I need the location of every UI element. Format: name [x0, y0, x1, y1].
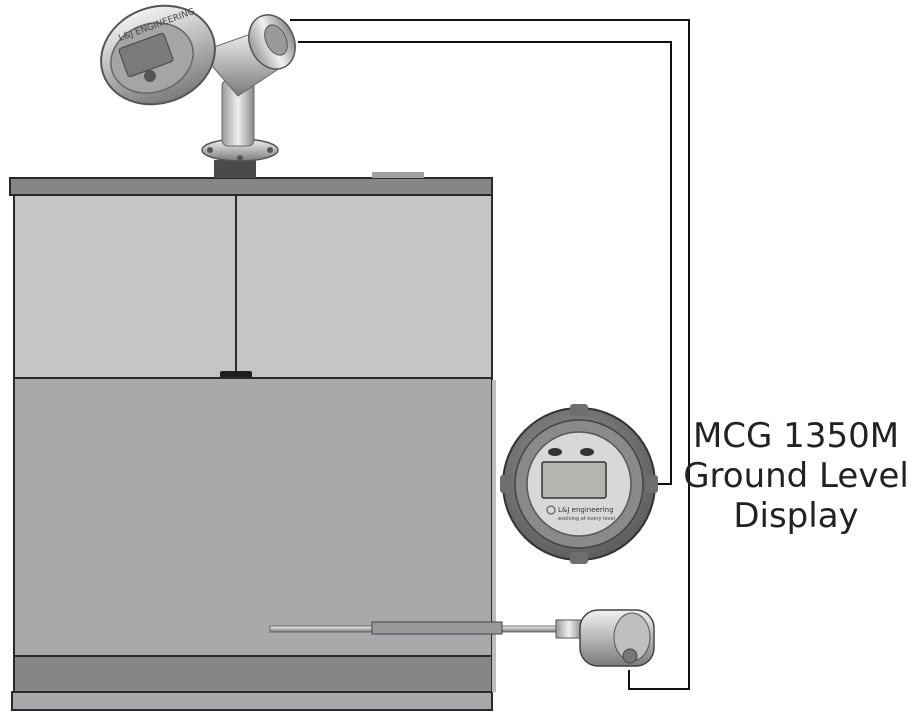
caption-model: MCG 1350M: [692, 416, 900, 456]
tank-upper-section: [13, 194, 493, 379]
side-probe-cable-entry: [622, 648, 638, 664]
display-sensor-right: [580, 448, 594, 456]
display-caption: MCG 1350M Ground Level Display: [676, 416, 916, 536]
display-sensor-left: [548, 448, 562, 456]
transmitter-window: [118, 33, 174, 77]
side-probe-fitting: [555, 619, 583, 639]
tank-right-wall-detail: [492, 380, 496, 692]
tank-bottom-band: [13, 655, 493, 693]
wire-inner: [298, 41, 672, 485]
display-brand-name: L&J engineering: [558, 506, 614, 514]
ground-level-display: L&J engineering evolving at every level: [500, 404, 658, 564]
side-probe: [269, 609, 655, 667]
tank-base: [11, 691, 493, 711]
caption-type: Display: [733, 496, 859, 536]
transmitter: L&J ENGINEERING: [100, 4, 296, 178]
brand-logo-icon: [546, 505, 556, 515]
wiring: [290, 19, 690, 690]
side-probe-sleeve: [371, 621, 503, 635]
tank-top-nozzle: [372, 172, 424, 178]
tank-top-band: [9, 177, 493, 196]
tank-lower-section: [13, 377, 493, 657]
transmitter-neck: [214, 160, 256, 178]
tank: [9, 172, 496, 711]
display-lcd: [541, 461, 607, 499]
wire-outer: [290, 19, 690, 690]
display-brand-tagline: evolving at every level: [558, 516, 615, 522]
transmitter-button: [144, 70, 156, 82]
caption-descriptor: Ground Level: [683, 456, 909, 496]
